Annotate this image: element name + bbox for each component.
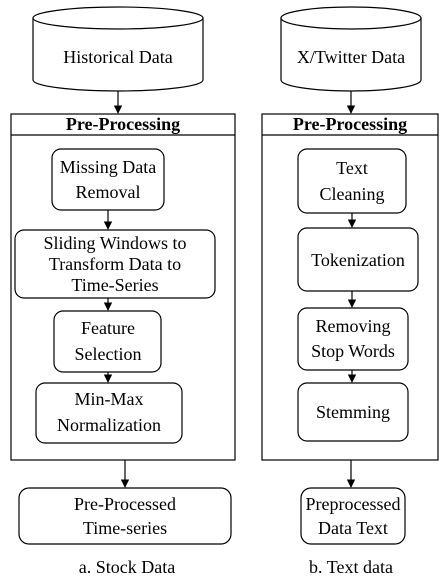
stock-step-2-line-1: Sliding Windows to xyxy=(44,233,187,253)
text-caption: b. Text data xyxy=(309,557,393,577)
text-step-1: Text Cleaning xyxy=(297,148,407,214)
stock-output-line-2: Time-series xyxy=(83,518,167,538)
stock-step-4-line-2: Normalization xyxy=(57,415,161,435)
text-panel-title: Pre-Processing xyxy=(293,114,407,134)
stock-step-4-line-1: Min-Max xyxy=(75,389,144,409)
stock-step-3: Feature Selection xyxy=(53,310,162,373)
stock-step-2-line-2: Transform Data to xyxy=(49,254,181,274)
text-step-4: Stemming xyxy=(297,382,409,442)
text-output: Preprocessed Data Text xyxy=(300,487,406,545)
twitter-data-label: X/Twitter Data xyxy=(297,47,405,67)
stock-caption: a. Stock Data xyxy=(79,557,175,577)
stock-output: Pre-Processed Time-series xyxy=(18,487,232,545)
text-step-3-line-1: Removing xyxy=(316,316,391,336)
text-step-1-line-1: Text xyxy=(336,158,368,178)
stock-output-line-1: Pre-Processed xyxy=(74,494,176,514)
stock-panel-title: Pre-Processing xyxy=(66,114,180,134)
stock-step-2: Sliding Windows to Transform Data to Tim… xyxy=(14,229,216,299)
stock-step-4: Min-Max Normalization xyxy=(35,382,183,444)
text-output-line-1: Preprocessed xyxy=(306,494,401,514)
text-step-3-line-2: Stop Words xyxy=(311,341,395,361)
text-flow: X/Twitter Data Pre-Processing Text Clean… xyxy=(261,6,439,577)
stock-step-2-line-3: Time-Series xyxy=(71,275,158,295)
historical-data-label: Historical Data xyxy=(63,47,172,67)
stock-step-3-line-2: Selection xyxy=(75,344,142,364)
text-output-line-2: Data Text xyxy=(318,518,388,538)
text-step-3: Removing Stop Words xyxy=(297,307,409,371)
text-step-2: Tokenization xyxy=(297,227,419,292)
twitter-data-database: X/Twitter Data xyxy=(280,6,422,92)
stock-step-3-line-1: Feature xyxy=(81,318,135,338)
stock-flow: Historical Data Pre-Processing Missing D… xyxy=(10,6,236,577)
stock-step-1: Missing Data Removal xyxy=(51,148,165,211)
text-step-1-line-2: Cleaning xyxy=(320,184,385,204)
stock-step-1-line-1: Missing Data xyxy=(60,157,157,177)
text-step-4-line-1: Stemming xyxy=(316,402,390,422)
historical-data-database: Historical Data xyxy=(32,6,204,92)
text-step-2-line-1: Tokenization xyxy=(311,250,405,270)
stock-step-1-line-2: Removal xyxy=(76,182,141,202)
